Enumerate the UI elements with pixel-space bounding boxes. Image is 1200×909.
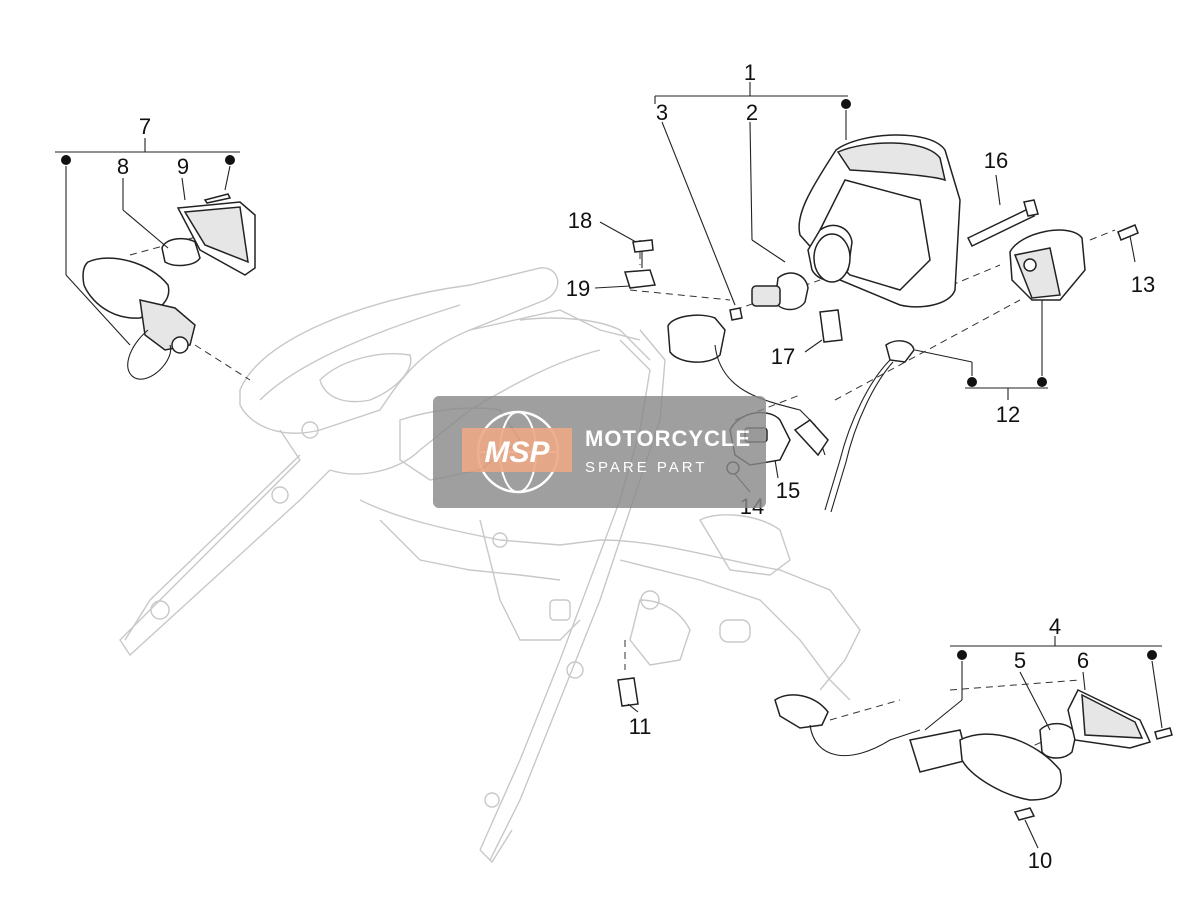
long-screw-16 — [966, 207, 1036, 247]
callout-3: 3 — [656, 100, 668, 125]
tail-light-assembly — [667, 134, 961, 457]
watermark: MSP MOTORCYCLE SPARE PART — [433, 396, 766, 508]
callout-6: 6 — [1077, 648, 1089, 673]
screw-13 — [1117, 224, 1139, 241]
callout-10: 10 — [1028, 848, 1052, 873]
callout-1: 1 — [744, 60, 756, 85]
right-lens-screw — [1154, 727, 1173, 740]
callout-9: 9 — [177, 154, 189, 179]
msp-logo-badge — [462, 428, 572, 472]
rear-frame-ghost — [119, 267, 861, 864]
callout-16: 16 — [984, 148, 1008, 173]
callout-5: 5 — [1014, 648, 1026, 673]
clip-19 — [624, 269, 657, 289]
callout-13: 13 — [1131, 272, 1155, 297]
callout-15: 15 — [776, 478, 800, 503]
callout-7: 7 — [139, 114, 151, 139]
license-plate-light — [824, 199, 1139, 513]
right-bulb — [1039, 722, 1077, 759]
callout-18: 18 — [568, 208, 592, 233]
clip-11 — [617, 677, 639, 707]
small-fasteners — [617, 239, 843, 707]
left-bulb — [161, 237, 201, 267]
watermark-background — [433, 396, 766, 508]
callout-numbers: 1 2 3 4 5 6 7 8 9 10 11 12 13 14 15 16 1… — [117, 60, 1155, 873]
callout-12: 12 — [996, 402, 1020, 427]
right-connector — [774, 694, 829, 729]
watermark-line2: SPARE PART — [585, 459, 708, 476]
screw-10 — [1013, 807, 1036, 821]
callout-19: 19 — [566, 276, 590, 301]
screw-18 — [632, 239, 654, 253]
plate-light-cable-plug — [885, 340, 915, 363]
callout-4: 4 — [1049, 614, 1061, 639]
watermark-line1: MOTORCYCLE — [585, 426, 751, 451]
left-turn-signal-assembly — [82, 193, 256, 380]
callout-2: 2 — [746, 100, 758, 125]
callout-17: 17 — [771, 344, 795, 369]
right-indicator-housing — [959, 733, 1062, 801]
left-lens-screw — [203, 193, 232, 204]
clip-17 — [819, 309, 843, 343]
watermark-logo: MSP — [484, 436, 550, 469]
tail-bulb — [774, 272, 809, 311]
right-turn-signal-assembly — [774, 689, 1173, 821]
bulb-socket — [667, 314, 726, 363]
callout-8: 8 — [117, 154, 129, 179]
callout-11: 11 — [629, 714, 652, 739]
